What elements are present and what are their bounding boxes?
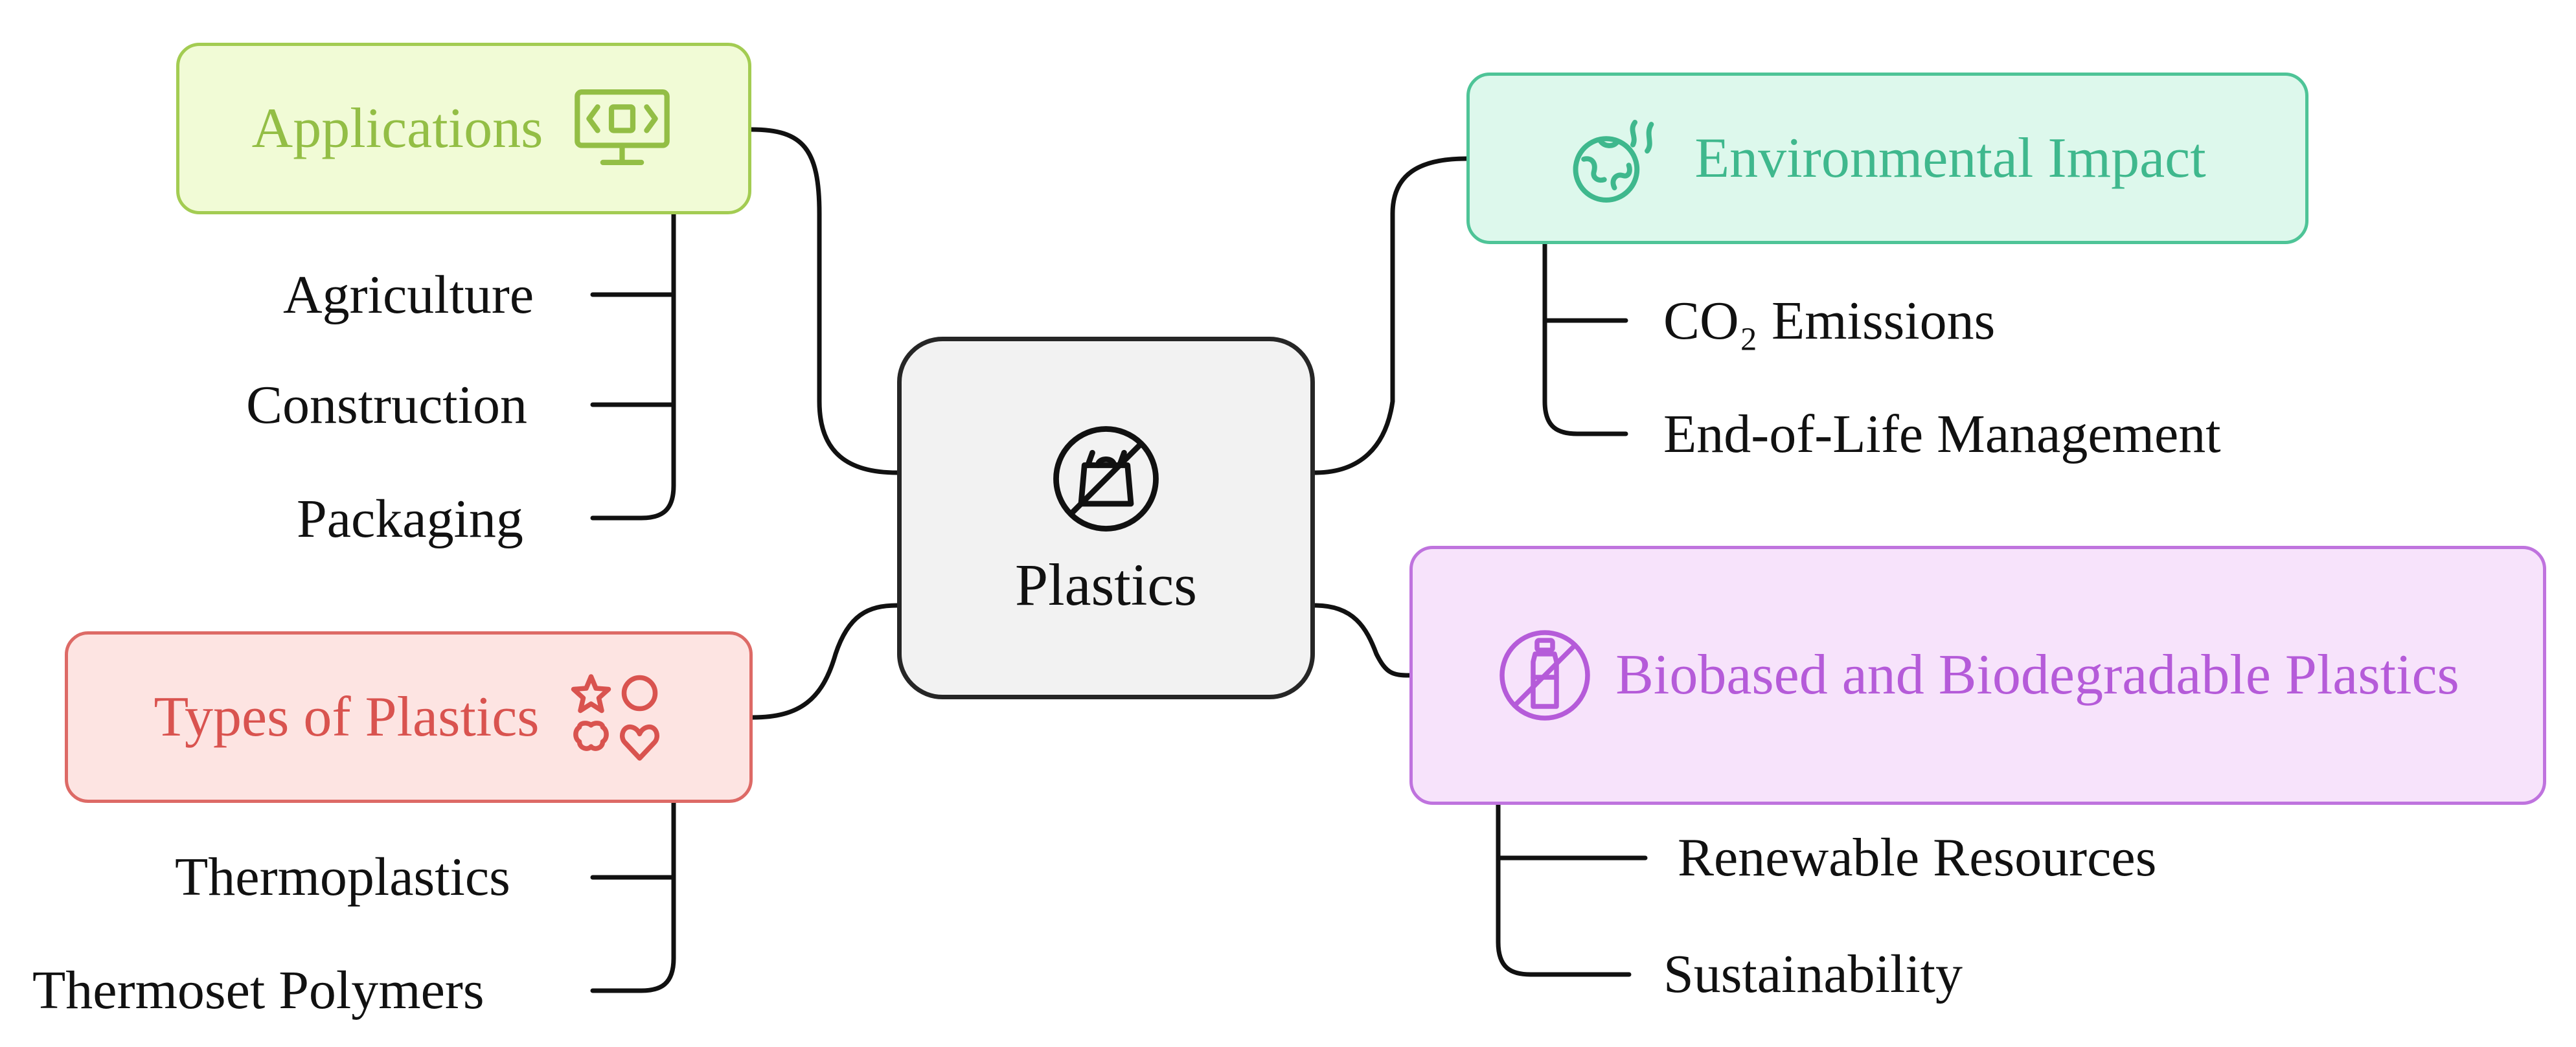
- connector-center-types: [750, 603, 900, 720]
- types-label: Types of Plastics: [154, 685, 540, 749]
- leaf-packaging: Packaging: [297, 489, 523, 549]
- connector-environmental-children: [1542, 242, 1628, 436]
- connector-applications-children: [590, 212, 676, 521]
- leaf-agriculture: Agriculture: [283, 265, 534, 325]
- branch-node-types-of-plastics[interactable]: Types of Plastics: [65, 631, 753, 803]
- applications-label: Applications: [251, 96, 543, 160]
- branch-node-applications[interactable]: Applications: [176, 43, 751, 214]
- leaf-end-of-life-management: End-of-Life Management: [1663, 404, 2221, 464]
- environmental-label: Environmental Impact: [1694, 126, 2206, 190]
- branch-node-environmental-impact[interactable]: Environmental Impact: [1466, 73, 2308, 244]
- biobased-label: Biobased and Biodegradable Plastics: [1615, 644, 2459, 706]
- connector-biobased-children: [1496, 802, 1632, 977]
- shapes-icon: [571, 673, 659, 761]
- connector-types-children: [590, 800, 676, 993]
- leaf-construction: Construction: [246, 375, 527, 435]
- center-label: Plastics: [1014, 551, 1198, 618]
- planet-emission-icon: [1573, 119, 1654, 203]
- leaf-thermoplastics: Thermoplastics: [175, 847, 510, 907]
- leaf-renewable-resources: Renewable Resources: [1678, 827, 2157, 888]
- center-node-plastics[interactable]: Plastics: [897, 337, 1315, 699]
- monitor-code-icon: [575, 89, 670, 165]
- leaf-sustainability: Sustainability: [1663, 944, 1963, 1004]
- leaf-thermoset-polymers: Thermoset Polymers: [32, 960, 484, 1020]
- no-plastic-bag-icon: [1053, 425, 1159, 532]
- no-plastic-bottle-icon: [1499, 630, 1590, 721]
- connector-center-biobased: [1312, 603, 1412, 678]
- connector-center-environmental: [1312, 156, 1469, 475]
- leaf-co2-emissions: CO₂ Emissions: [1663, 291, 1996, 351]
- connector-center-applications: [749, 127, 900, 475]
- branch-node-biobased-and-biodegradable-plastics[interactable]: Biobased and Biodegradable Plastics: [1409, 546, 2546, 805]
